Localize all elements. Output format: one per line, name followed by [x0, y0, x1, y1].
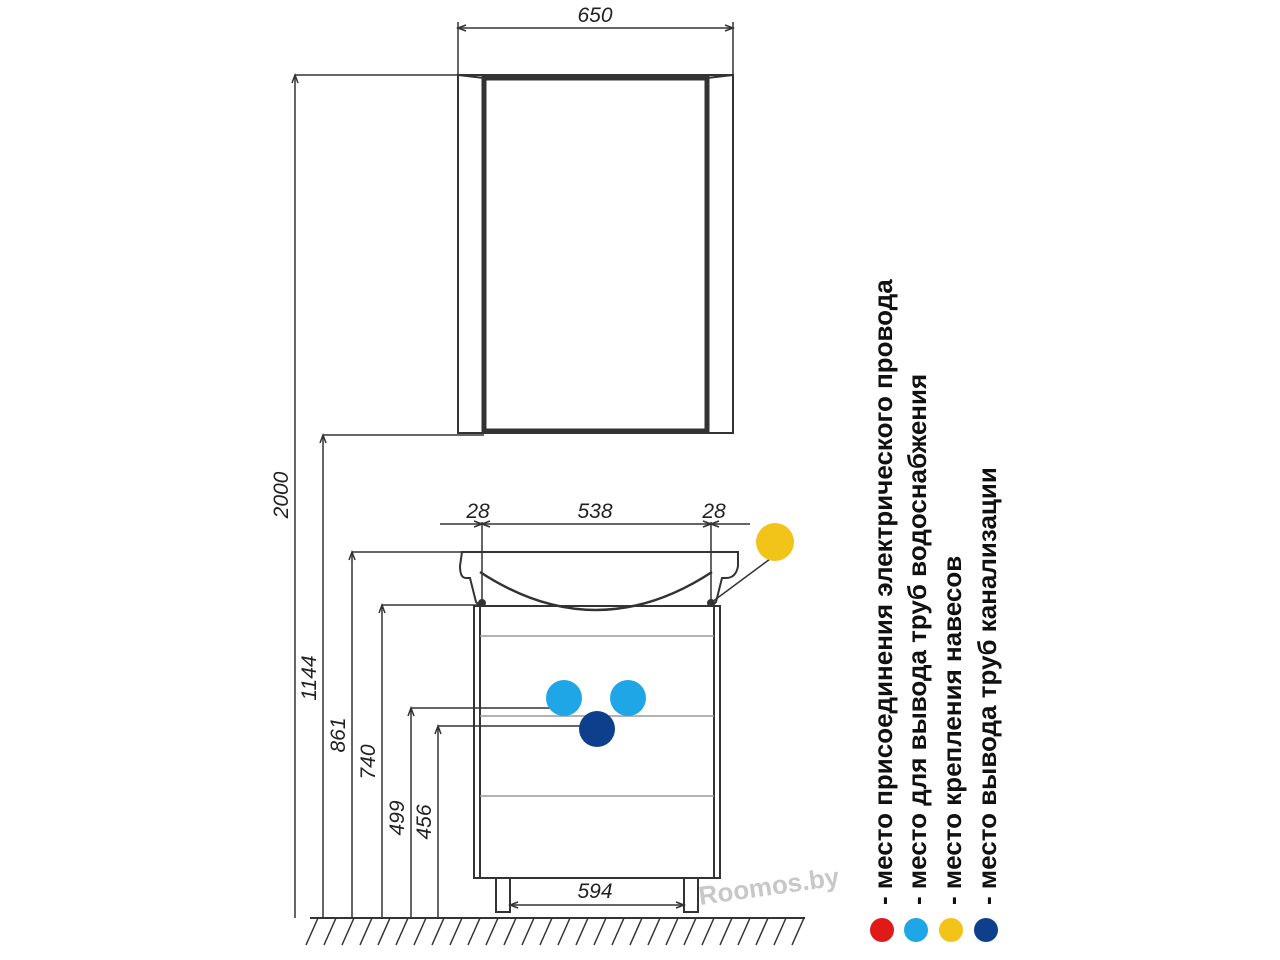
mount-height-label: 740 — [357, 744, 380, 779]
legend-text-water: - место для вывода труб водоснабжения — [902, 374, 932, 905]
watermark: Roomos.by — [697, 861, 842, 910]
left-side-label: 28 — [465, 500, 490, 523]
dark-blue-dot-icon — [974, 918, 998, 942]
legend-item-drain: - место вывода труб канализации — [972, 467, 1002, 942]
cabinet-width-dimension — [507, 901, 687, 909]
total-height-label: 2000 — [270, 471, 293, 519]
mirror-width-dimension — [455, 22, 736, 75]
legend-text-electric: - место присоединения электрического про… — [868, 279, 898, 905]
legend-item-hanging: - место крепления навесов — [937, 556, 967, 942]
legend-item-water: - место для вывода труб водоснабжения — [902, 374, 932, 942]
sink-basin — [479, 570, 713, 612]
mirror-width-label: 650 — [577, 4, 612, 27]
drain-marker — [579, 711, 615, 747]
left-leg — [495, 877, 511, 913]
inner-width-label: 538 — [577, 500, 612, 523]
right-leg — [683, 877, 699, 913]
cabinet-width-label: 594 — [577, 880, 612, 903]
mirror — [457, 74, 734, 434]
light-blue-dot-icon — [904, 918, 928, 942]
water-supply-marker-left — [546, 680, 582, 716]
mirror-bottom-height-label: 1144 — [298, 655, 321, 700]
floor-hatching — [305, 917, 805, 946]
sink-top-height-label: 861 — [327, 717, 350, 752]
vanity-cabinet — [458, 551, 739, 913]
legend-item-electric: - место присоединения электрического про… — [868, 279, 898, 942]
mirror-glass — [481, 75, 710, 434]
sink-top — [458, 551, 739, 607]
water-supply-marker-right — [610, 680, 646, 716]
water-height-label: 499 — [386, 800, 409, 835]
red-dot-icon — [870, 918, 894, 942]
sink-width-dimensions — [440, 520, 750, 600]
right-side-label: 28 — [701, 500, 726, 523]
connection-markers — [546, 523, 794, 747]
left-mount-point — [478, 599, 486, 607]
vertical-dimensions — [291, 72, 585, 918]
yellow-dot-icon — [939, 918, 963, 942]
yellow-hanging-marker — [756, 523, 794, 561]
floor — [305, 917, 805, 946]
mirror-frame — [457, 74, 734, 434]
drain-height-label: 456 — [413, 804, 436, 839]
legend-text-drain: - место вывода труб канализации — [972, 467, 1002, 905]
cabinet-body — [473, 605, 721, 879]
legend-text-hanging: - место крепления навесов — [937, 556, 967, 905]
legend: - место присоединения электрического про… — [868, 279, 1002, 942]
